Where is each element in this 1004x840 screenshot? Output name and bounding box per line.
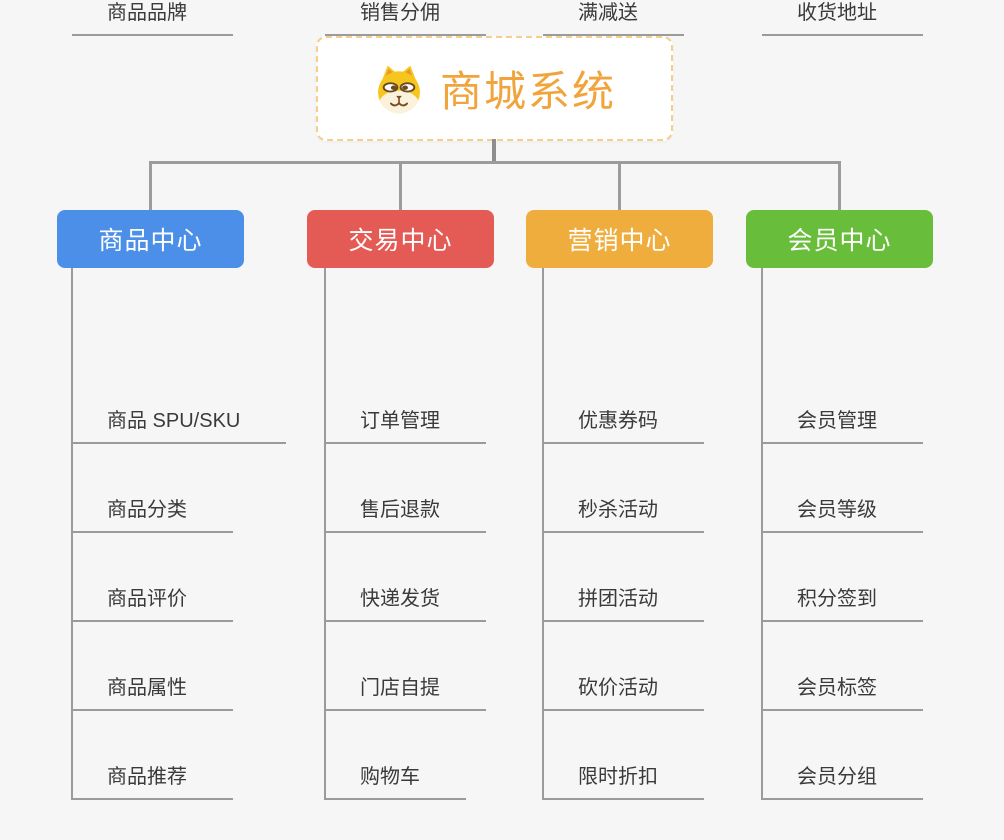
branch-node-product-center[interactable]: 商品中心 <box>57 210 244 268</box>
connector-horizontal-bus <box>149 161 841 164</box>
connector-trunk-trade <box>324 268 326 800</box>
leaf-node[interactable]: 订单管理 <box>325 408 486 444</box>
connector-drop-trade <box>399 161 402 210</box>
leaf-node[interactable]: 秒杀活动 <box>543 497 704 533</box>
leaf-node[interactable]: 会员等级 <box>762 497 923 533</box>
leaf-node[interactable]: 限时折扣 <box>543 764 704 800</box>
root-node-mall-system[interactable]: 商城系统 <box>316 36 673 141</box>
doge-icon <box>378 65 420 113</box>
leaf-node[interactable]: 商品推荐 <box>72 764 233 800</box>
leaf-node[interactable]: 商品评价 <box>72 586 233 622</box>
leaf-node[interactable]: 门店自提 <box>325 675 486 711</box>
branch-node-marketing-center[interactable]: 营销中心 <box>526 210 713 268</box>
branch-node-trade-center[interactable]: 交易中心 <box>307 210 494 268</box>
leaf-node[interactable]: 商品属性 <box>72 675 233 711</box>
leaf-node[interactable]: 商品 SPU/SKU <box>72 408 287 444</box>
connector-trunk-product <box>71 268 73 800</box>
leaf-node[interactable]: 售后退款 <box>325 497 486 533</box>
root-node-title: 商城系统 <box>439 68 616 115</box>
leaf-node[interactable]: 销售分佣 <box>325 0 486 36</box>
leaf-node[interactable]: 优惠券码 <box>543 408 704 444</box>
leaf-node[interactable]: 会员标签 <box>762 675 923 711</box>
branch-node-member-center[interactable]: 会员中心 <box>746 210 933 268</box>
leaf-node[interactable]: 砍价活动 <box>543 675 704 711</box>
leaf-node[interactable]: 商品分类 <box>72 497 233 533</box>
connector-drop-product <box>149 161 152 210</box>
leaf-node[interactable]: 满减送 <box>543 0 684 36</box>
connector-drop-member <box>838 161 841 210</box>
connector-trunk-member <box>761 268 763 800</box>
leaf-node[interactable]: 会员管理 <box>762 408 923 444</box>
leaf-node[interactable]: 购物车 <box>325 764 466 800</box>
connector-root-stub <box>492 139 496 163</box>
leaf-node[interactable]: 商品品牌 <box>72 0 233 36</box>
leaf-node[interactable]: 拼团活动 <box>543 586 704 622</box>
leaf-node[interactable]: 快递发货 <box>325 586 486 622</box>
connector-drop-marketing <box>618 161 621 210</box>
leaf-node[interactable]: 积分签到 <box>762 586 923 622</box>
connector-trunk-marketing <box>542 268 544 800</box>
leaf-node[interactable]: 收货地址 <box>762 0 923 36</box>
leaf-node[interactable]: 会员分组 <box>762 764 923 800</box>
